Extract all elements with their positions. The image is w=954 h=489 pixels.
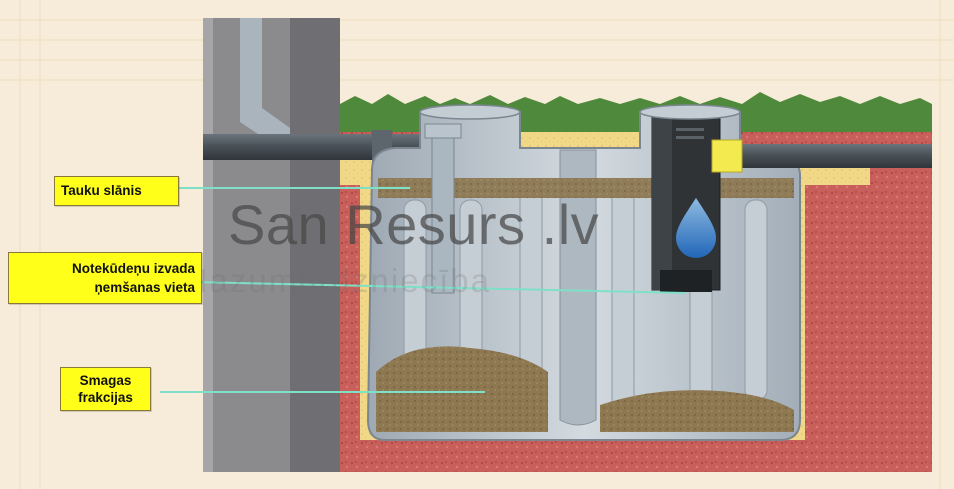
water-drop-icon <box>676 198 716 258</box>
callout-outlet: Notekūdeņu izvada ņemšanas vieta <box>8 252 202 304</box>
leader-outlet <box>191 281 686 294</box>
outlet-pipe-coupling <box>711 139 743 173</box>
filter-slots <box>676 128 704 139</box>
inlet-manhole-lid <box>419 104 521 120</box>
downpipe <box>240 18 290 142</box>
callout-fat-layer: Tauku slānis <box>54 176 179 206</box>
inlet-tee-top <box>424 123 462 139</box>
heavy-sludge <box>376 346 548 432</box>
heavy-sludge-right <box>600 390 794 432</box>
outlet-filter-shade <box>652 112 672 290</box>
outlet-manhole-lid <box>639 104 741 120</box>
wall-highlight <box>203 18 213 472</box>
center-divider <box>559 149 597 426</box>
wall-edge <box>290 18 340 472</box>
outlet-filter-bottom <box>660 270 712 292</box>
outlet-pipe <box>720 144 932 168</box>
watermark-subtitle: Mazumtirdzniecība <box>180 262 491 299</box>
watermark-title: San Resurs .lv <box>228 193 600 256</box>
callout-heavy-fractions: Smagas frakcijas <box>60 367 151 411</box>
leader-lines <box>160 187 686 393</box>
